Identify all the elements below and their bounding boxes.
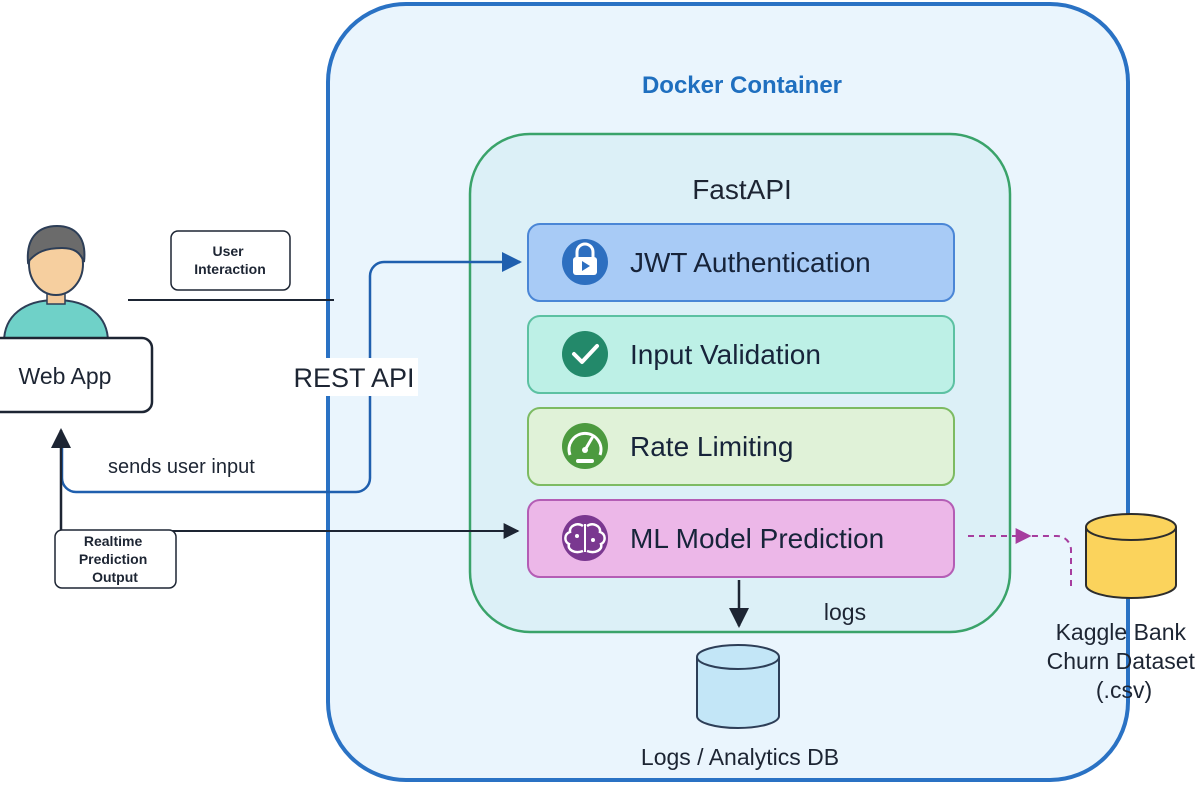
logs-analytics-db-label: Logs / Analytics DB [641,744,839,770]
user-interaction-callout: User Interaction [170,230,291,291]
sends-user-input-label: sends user input [108,456,255,478]
realtime-output-label: Realtime Prediction Output [79,533,151,585]
database-icon [1085,513,1177,599]
brain-icon [562,515,608,561]
check-circle-icon [562,331,608,377]
user-interaction-label-line-2: Interaction [194,261,266,277]
module-input-validation: Input Validation [527,315,955,394]
rest-api-connector [60,252,522,494]
database-icon [696,644,780,729]
lock-icon [562,239,608,285]
logs-flow: logs [729,580,866,628]
module-rate-limiting: Rate Limiting [527,407,955,486]
fastapi-title: FastAPI [692,174,792,205]
module-jwt-authentication-box [527,223,955,302]
user-body [2,298,110,343]
module-ml-model-prediction: ML Model Prediction [527,499,955,578]
user-hair [26,224,86,265]
web-app-box-frame [0,336,154,414]
module-rate-limiting-label: Rate Limiting [630,431,793,462]
logs-analytics-db: Logs / Analytics DB [641,644,839,770]
user-interaction-label: User Interaction [194,243,266,277]
user-avatar [2,224,110,343]
module-input-validation-label: Input Validation [630,339,821,370]
kaggle-dataset-label: Kaggle Bank Churn Dataset (.csv) [1047,619,1201,703]
module-rate-limiting-box [527,407,955,486]
user-interaction-label-line-1: User [212,243,244,259]
rest-api-label: REST API [293,363,414,393]
kaggle-dataset-label-line-3: (.csv) [1096,677,1152,703]
web-app-label: Web App [19,363,112,389]
module-input-validation-box [527,315,955,394]
kaggle-dataset-label-line-1: Kaggle Bank [1056,619,1187,645]
realtime-output-callout: Realtime Prediction Output [54,529,177,589]
logs-label: logs [824,599,866,625]
realtime-output-label-line-2: Prediction [79,551,147,567]
realtime-output-label-line-1: Realtime [84,533,143,549]
dataset-dashed-connector [1031,535,1072,586]
realtime-output-label-line-3: Output [92,569,138,585]
docker-container-title: Docker Container [642,72,842,99]
module-ml-model-prediction-label: ML Model Prediction [630,523,884,554]
speedometer-icon [562,423,608,469]
kaggle-dataset-label-line-2: Churn Dataset [1047,648,1196,674]
rest-api-label-bg [290,358,418,396]
module-ml-model-prediction-box [527,499,955,578]
module-jwt-authentication: JWT Authentication [527,223,955,302]
module-jwt-authentication-label: JWT Authentication [630,247,871,278]
web-app-box[interactable]: Web App [0,336,154,414]
kaggle-dataset: Kaggle Bank Churn Dataset (.csv) [968,513,1201,703]
